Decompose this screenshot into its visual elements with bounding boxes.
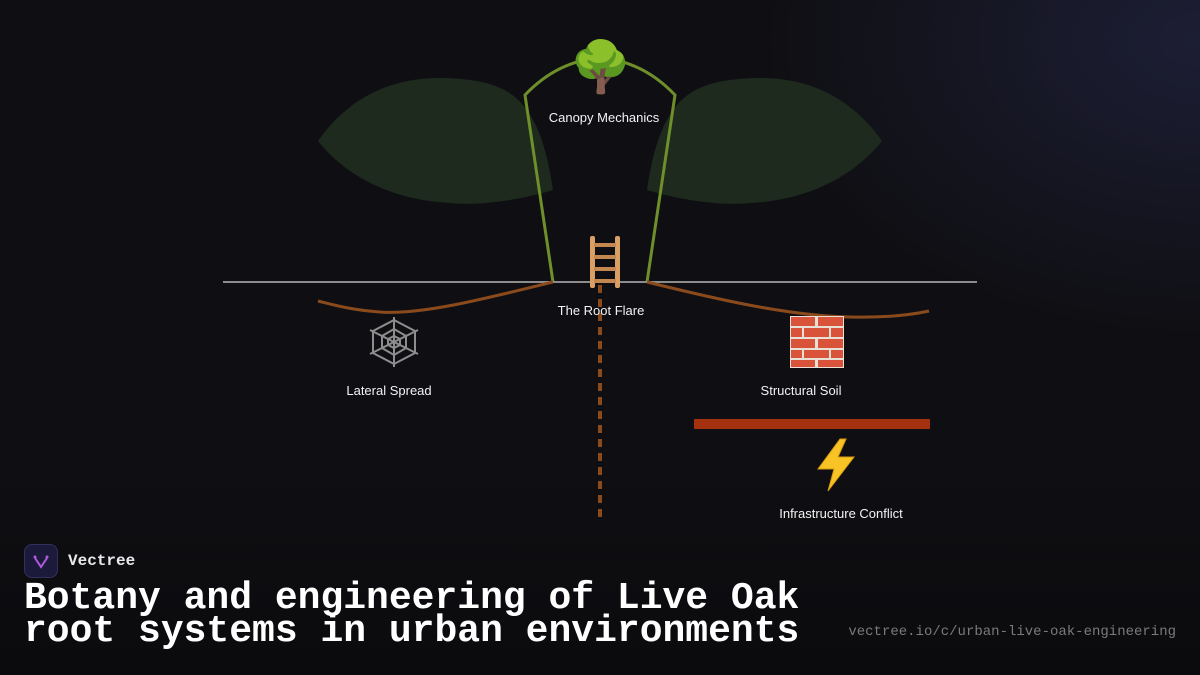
canopy-left-lobe xyxy=(318,77,553,204)
right-lateral-root xyxy=(646,280,930,319)
node-label-structural-soil: Structural Soil xyxy=(760,383,842,398)
tree-icon: 🌳 xyxy=(569,38,633,96)
node-label-infrastructure-conflict: Infrastructure Conflict xyxy=(779,506,903,521)
ladder-icon xyxy=(587,235,623,292)
brick-icon xyxy=(790,316,844,371)
brand: Vectree xyxy=(24,544,135,578)
brand-name: Vectree xyxy=(68,552,136,570)
spider-web-icon xyxy=(368,316,420,371)
vectree-logo-icon xyxy=(24,544,58,578)
node-label-canopy-mechanics: Canopy Mechanics xyxy=(548,110,660,125)
page-title: Botany and engineering of Live Oak root … xyxy=(24,577,800,653)
lightning-icon xyxy=(814,438,858,495)
node-label-lateral-spread: Lateral Spread xyxy=(346,383,432,398)
source-url: vectree.io/c/urban-live-oak-engineering xyxy=(848,624,1176,640)
left-lateral-root xyxy=(317,280,554,314)
trunk-outline xyxy=(523,56,677,283)
pavement-bar xyxy=(694,419,930,429)
canopy-right-lobe xyxy=(647,77,882,204)
node-label-root-flare: The Root Flare xyxy=(557,303,645,318)
